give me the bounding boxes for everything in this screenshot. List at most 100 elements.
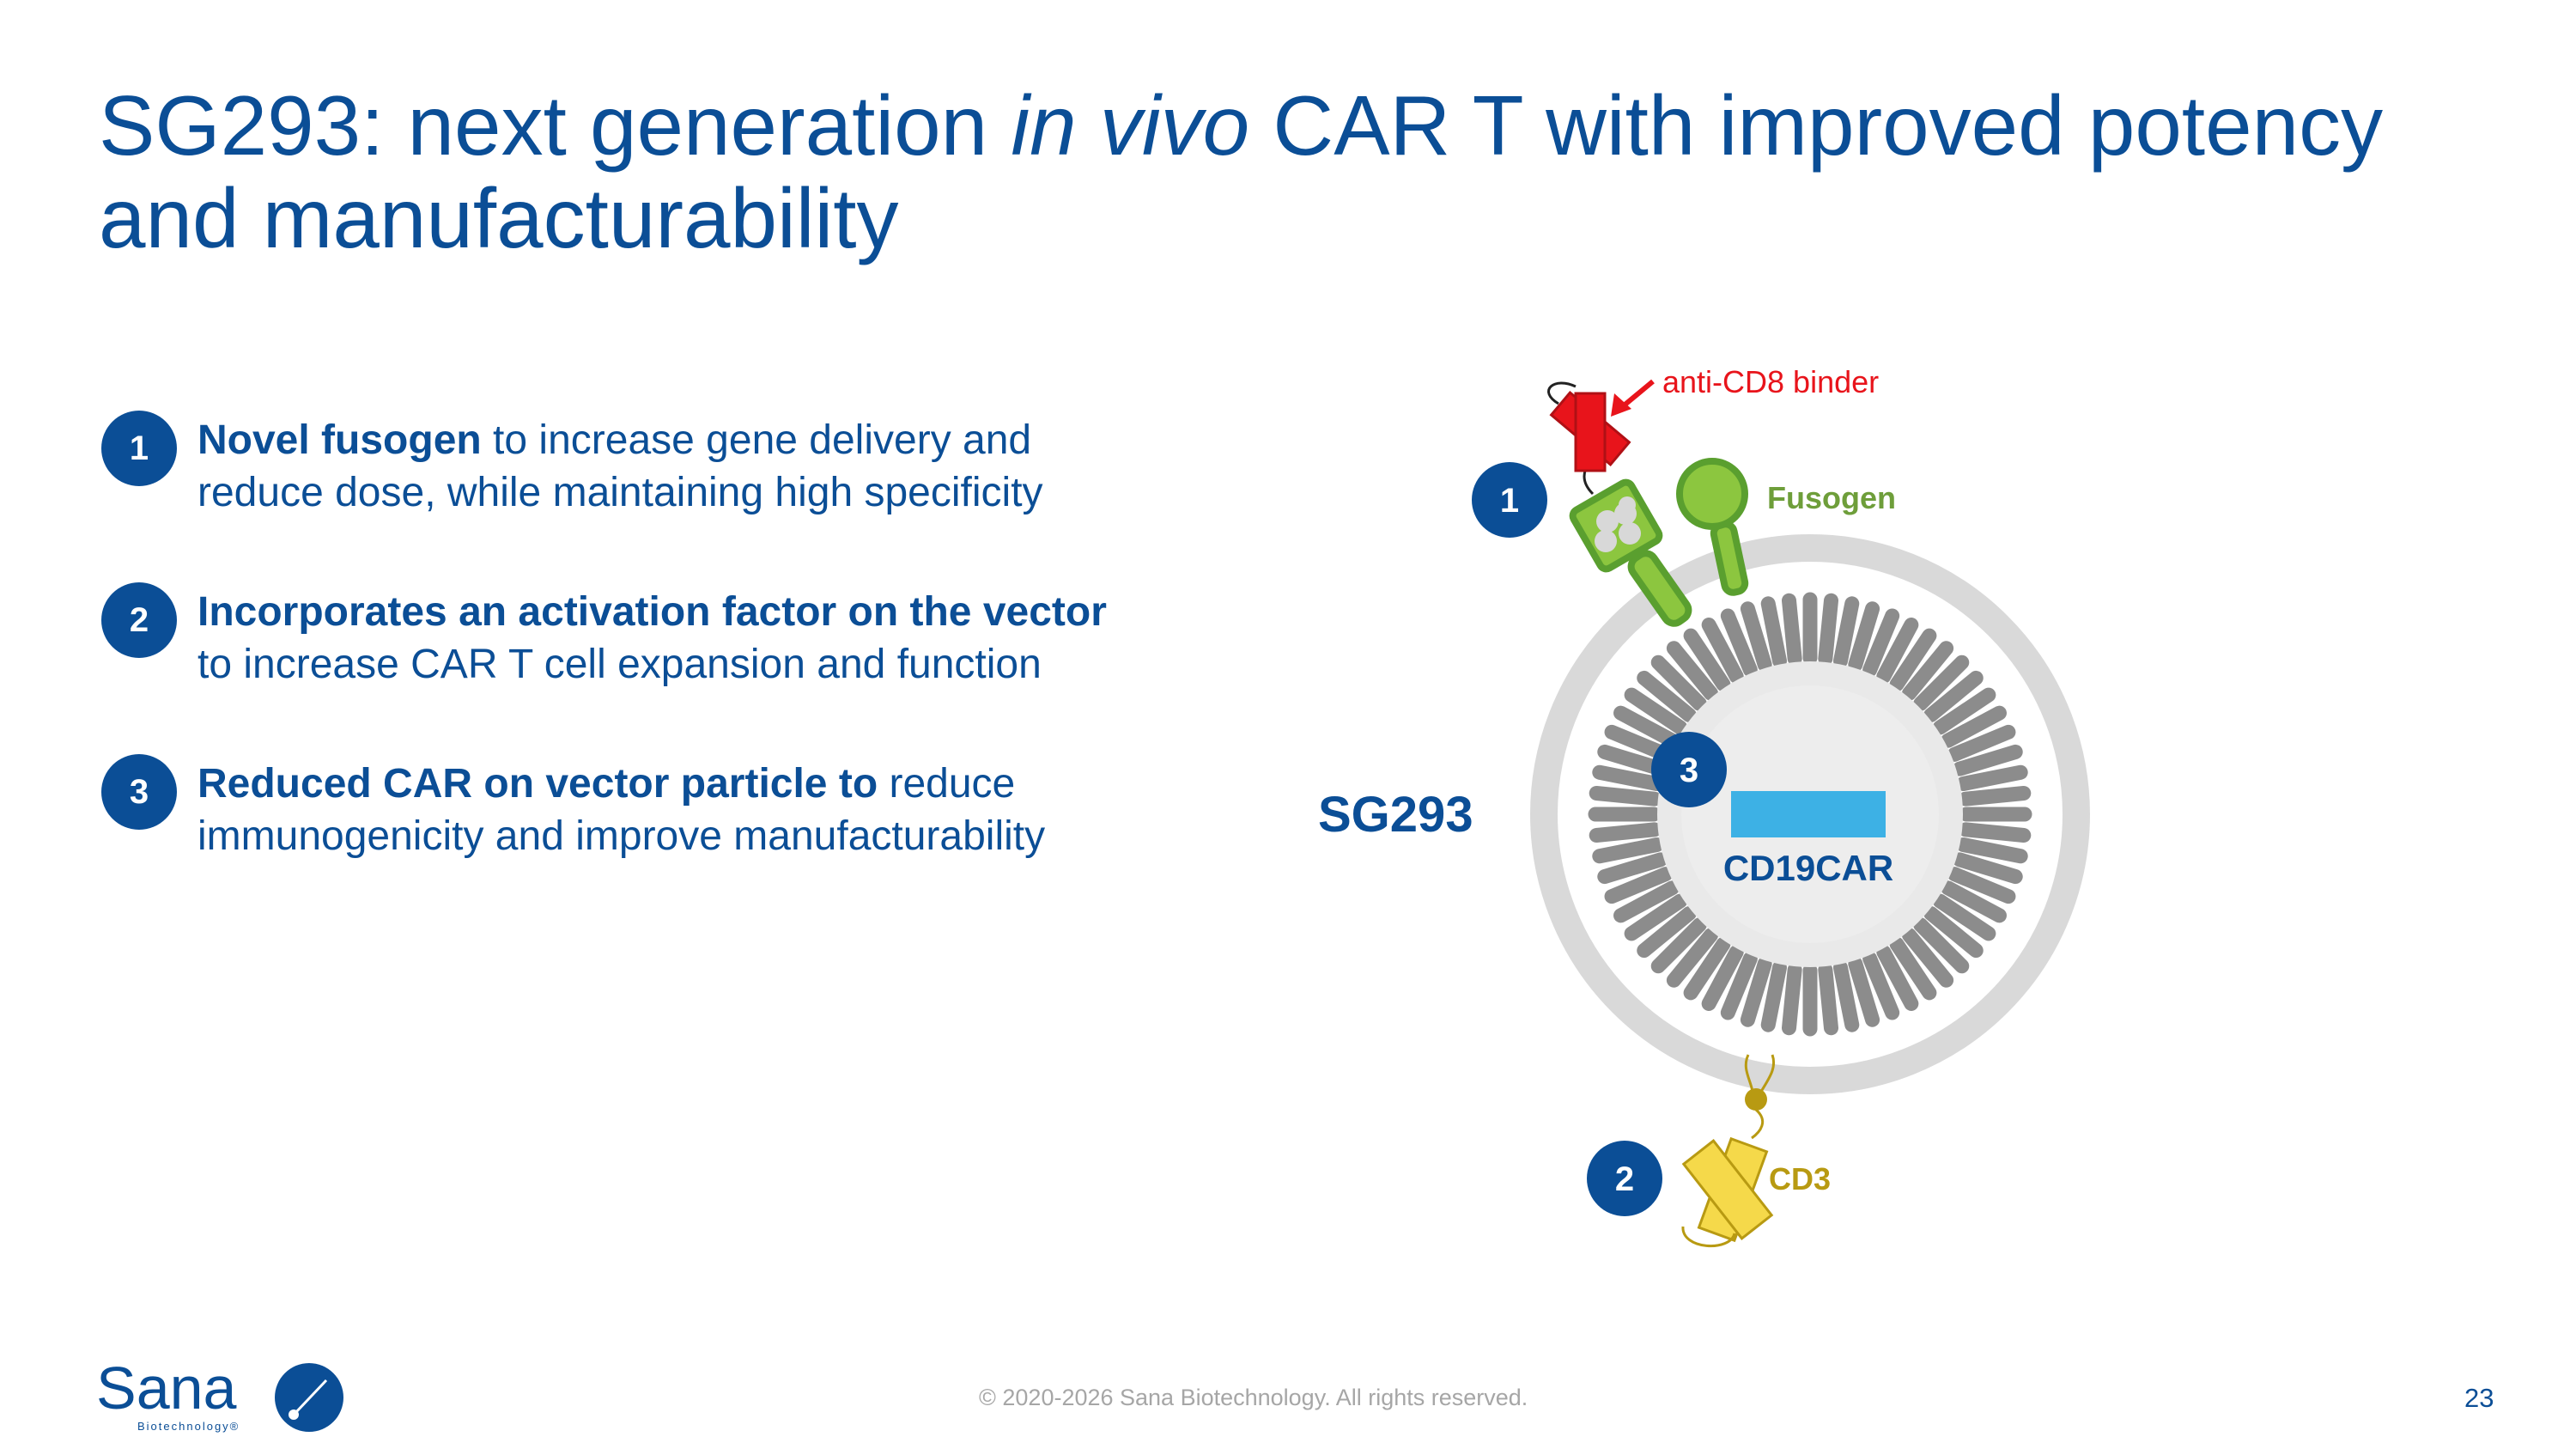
number-badge-2: 2 xyxy=(101,582,177,658)
sana-logo: Sana Biotechnology® xyxy=(96,1357,343,1433)
feature-1-bold: Novel fusogen xyxy=(197,417,482,463)
slide-title: SG293: next generation in vivo CAR T wit… xyxy=(99,79,2503,265)
feature-item-1: 1 Novel fusogen to increase gene deliver… xyxy=(101,411,1115,519)
lipid-spike xyxy=(1876,945,1919,1011)
lipid-spike xyxy=(1613,705,1680,748)
anti-cd8-binder xyxy=(1547,381,1631,496)
diagram-badge-1 xyxy=(1472,462,1547,538)
fusogen-simple-protein xyxy=(1676,458,1749,596)
lipid-spike xyxy=(1637,905,1697,959)
cd19car-bar xyxy=(1731,791,1886,837)
lipid-spike xyxy=(1589,785,1662,807)
lipid-spike xyxy=(1901,928,1954,988)
lipid-spike xyxy=(1592,764,1664,791)
lipid-spike xyxy=(1650,654,1707,711)
fusogen-main-protein xyxy=(1569,478,1692,627)
lipid-spike xyxy=(1818,593,1839,667)
lipid-spike xyxy=(1923,670,1984,723)
lipid-spike xyxy=(1947,867,2016,904)
lipid-spike xyxy=(1876,618,1919,684)
cd3-label: CD3 xyxy=(1769,1161,1831,1196)
number-badge-3: 3 xyxy=(101,754,177,830)
logo-wordmark: Sana xyxy=(96,1357,237,1422)
lipid-spike xyxy=(1650,917,1707,974)
lipid-spike xyxy=(1947,724,2016,762)
lipid-spike xyxy=(1597,744,1668,776)
lipid-spike xyxy=(1683,628,1731,692)
lipid-spike xyxy=(1666,928,1719,988)
feature-3-bold: Reduced CAR on vector particle to xyxy=(197,761,878,807)
lipid-spike xyxy=(1701,618,1744,684)
lipid-spike xyxy=(1956,837,2028,864)
lipid-spike xyxy=(1952,744,2023,776)
lipid-spike xyxy=(1720,608,1758,678)
lipid-spike xyxy=(1848,601,1880,673)
lipid-spike xyxy=(1613,880,1680,923)
title-part-2: CAR T with improved potency and manufact… xyxy=(99,78,2384,265)
vector-name-label: SG293 xyxy=(1318,787,1473,843)
cd3-activation-factor xyxy=(1681,1054,1775,1248)
feature-list: 1 Novel fusogen to increase gene deliver… xyxy=(101,411,1115,929)
lipid-spike xyxy=(1956,764,2028,791)
page-number: 23 xyxy=(2464,1383,2494,1413)
lipid-spike xyxy=(1740,956,1772,1027)
lipid-spike xyxy=(1833,596,1860,668)
lipid-spike xyxy=(1604,867,1674,904)
feature-item-3: 3 Reduced CAR on vector particle to redu… xyxy=(101,754,1115,862)
lipid-spike xyxy=(1889,628,1937,692)
lipid-spike xyxy=(1592,837,1664,864)
lipid-spike xyxy=(1760,596,1787,668)
lipid-spike xyxy=(1740,601,1772,673)
lipid-spike xyxy=(1958,822,2032,843)
lipid-spike xyxy=(1624,687,1688,735)
lipid-spike xyxy=(1683,936,1731,1001)
lipid-spike xyxy=(1941,705,2007,748)
lipid-spike xyxy=(1901,641,1954,701)
lipid-spike xyxy=(1862,951,1900,1020)
lipid-spike xyxy=(1760,960,1787,1032)
lipid-spike xyxy=(1913,917,1970,974)
lipid-spike xyxy=(1923,905,1984,959)
lipid-spike xyxy=(1818,962,1839,1036)
lipid-spike xyxy=(1833,960,1860,1032)
lipid-spike xyxy=(1701,945,1744,1011)
cd19car-label: CD19CAR xyxy=(1723,848,1893,888)
diagram-badge-2-text: 2 xyxy=(1615,1160,1634,1198)
feature-1-text: to increase gene delivery and reduce dos… xyxy=(197,417,1043,515)
lipid-spike xyxy=(1589,822,1662,843)
lipid-spike xyxy=(1666,641,1719,701)
lipid-spike xyxy=(1624,893,1688,941)
logo-mark xyxy=(275,1363,343,1432)
lipid-spike xyxy=(1597,852,1668,885)
logo-subtext: Biotechnology® xyxy=(137,1420,240,1433)
lipid-spike xyxy=(1781,962,1802,1036)
number-badge-1: 1 xyxy=(101,411,177,486)
binder-arrow xyxy=(1611,379,1655,417)
copyright-notice: © 2020-2026 Sana Biotechnology. All righ… xyxy=(979,1385,1528,1410)
lipid-spike xyxy=(1932,893,1996,941)
feature-3-text: reduce immunogenicity and improve manufa… xyxy=(197,761,1046,859)
binder-label: anti-CD8 binder xyxy=(1662,364,1879,399)
feature-2-text: to increase CAR T cell expansion and fun… xyxy=(197,642,1042,687)
feature-item-2: 2 Incorporates an activation factor on t… xyxy=(101,582,1115,691)
lipid-spike xyxy=(1720,951,1758,1020)
lipid-spike xyxy=(1932,687,1996,735)
lipid-spike xyxy=(1889,936,1937,1001)
lipid-spike xyxy=(1848,956,1880,1027)
diagram-badge-2 xyxy=(1587,1141,1662,1216)
title-part-1: SG293: next generation xyxy=(99,78,1012,173)
lipid-spike xyxy=(1952,852,2023,885)
diagram-badge-3-text: 3 xyxy=(1680,752,1698,789)
lipid-spike xyxy=(1862,608,1900,678)
lipid-spike xyxy=(1941,880,2007,923)
diagram-badge-1-text: 1 xyxy=(1500,482,1519,520)
fusogen-label: Fusogen xyxy=(1767,480,1896,515)
vector-membrane xyxy=(1530,534,2090,1094)
diagram-badge-3 xyxy=(1651,732,1727,807)
feature-2-bold: Incorporates an activation factor on the… xyxy=(197,589,1107,635)
title-italic: in vivo xyxy=(1011,78,1250,173)
lipid-spike xyxy=(1781,593,1802,667)
lipid-spike xyxy=(1913,654,1970,711)
lipid-spike xyxy=(1958,785,2032,807)
